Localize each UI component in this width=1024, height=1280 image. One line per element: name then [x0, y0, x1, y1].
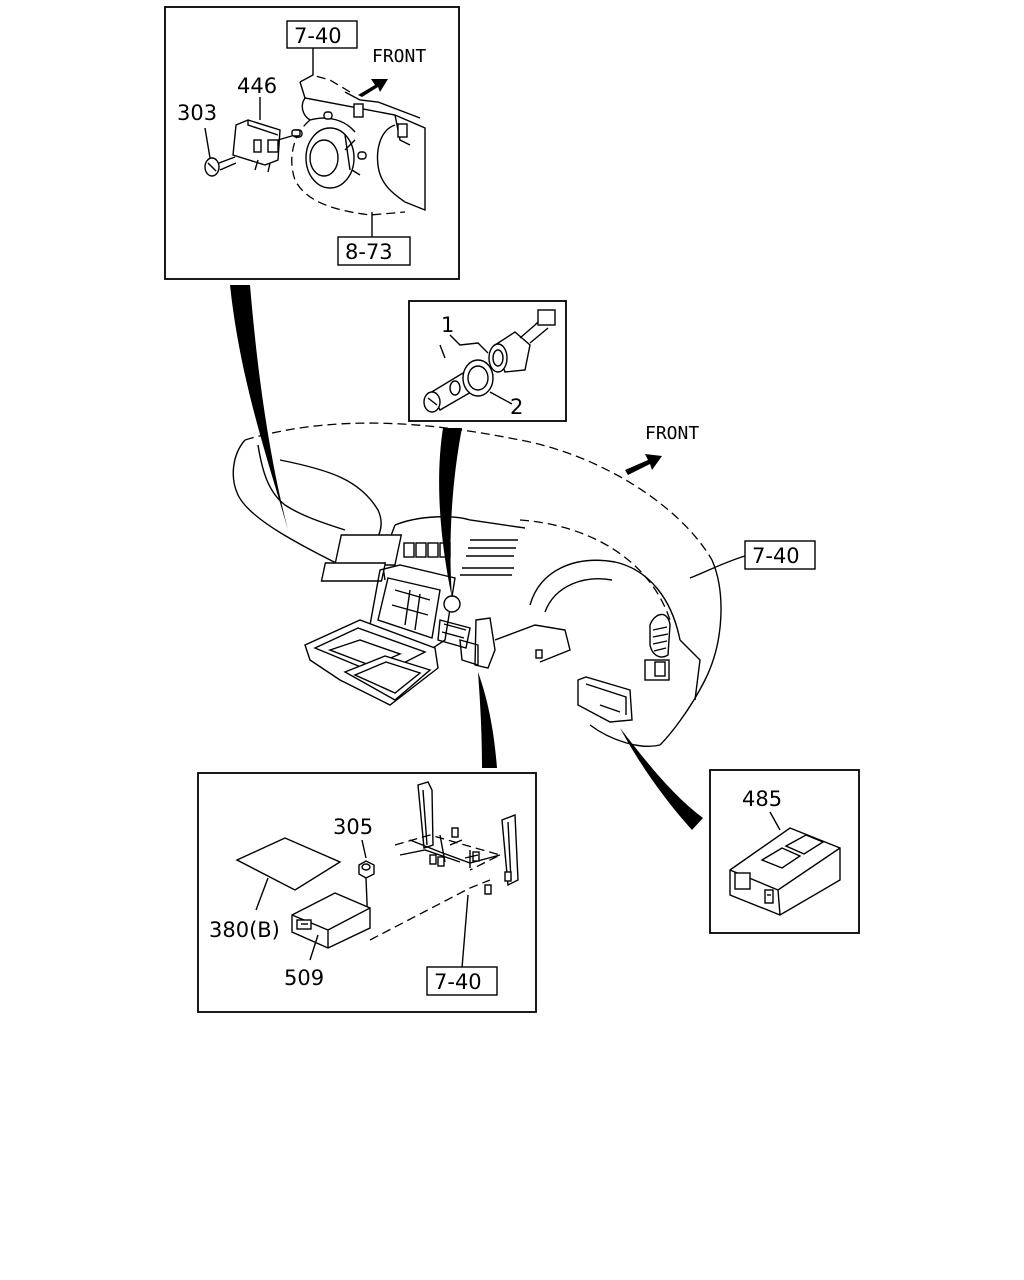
inset-ignition: 1 2: [408, 300, 567, 422]
part-446-label: 446: [237, 74, 277, 98]
part-2-label: 2: [510, 395, 523, 419]
callout-pointer-ignition: [439, 428, 462, 598]
center-console-tray: [304, 619, 439, 706]
part-485-module: [729, 811, 841, 916]
part-485-label: 485: [742, 787, 782, 811]
part-380b-sheet: [235, 837, 342, 891]
inset-bottom: 7-40 305 380(B) 509: [197, 772, 537, 1013]
part-1-label: 1: [441, 313, 454, 337]
part-305-label: 305: [333, 815, 373, 839]
ref-label-bottom: 7-40: [434, 970, 482, 994]
part-380b-label: 380(B): [209, 918, 280, 942]
part-1-ignition-switch: [488, 309, 556, 373]
callout-pointer-top-left: [230, 285, 288, 530]
instrument-panel-assembly: [232, 422, 722, 747]
front-label-main: FRONT: [645, 423, 699, 444]
mounting-bracket: [394, 781, 519, 895]
ref-label-873: 8-73: [345, 240, 393, 264]
inset-right: 485: [709, 769, 860, 934]
part-305-nut: [358, 839, 375, 929]
ref-box-main: 7-40: [689, 540, 816, 579]
callout-pointer-bottom: [478, 672, 497, 768]
callout-pointer-right: [620, 728, 703, 830]
inset-top-left: 7-40 FRONT 446 303 8-73: [164, 6, 460, 280]
part-303-screw: [204, 127, 237, 177]
part-303-label: 303: [177, 101, 217, 125]
part-509-label: 509: [284, 966, 324, 990]
part-446-module: [232, 97, 301, 173]
center-switch-row: [403, 542, 451, 558]
part-2-ignition-cylinder: [423, 359, 494, 413]
ref-label-main: 7-40: [752, 544, 800, 568]
front-arrow-main: FRONT: [625, 423, 699, 475]
part-509-module: [291, 892, 371, 961]
ref-label-top: 7-40: [294, 24, 342, 48]
front-label-top: FRONT: [372, 46, 426, 67]
